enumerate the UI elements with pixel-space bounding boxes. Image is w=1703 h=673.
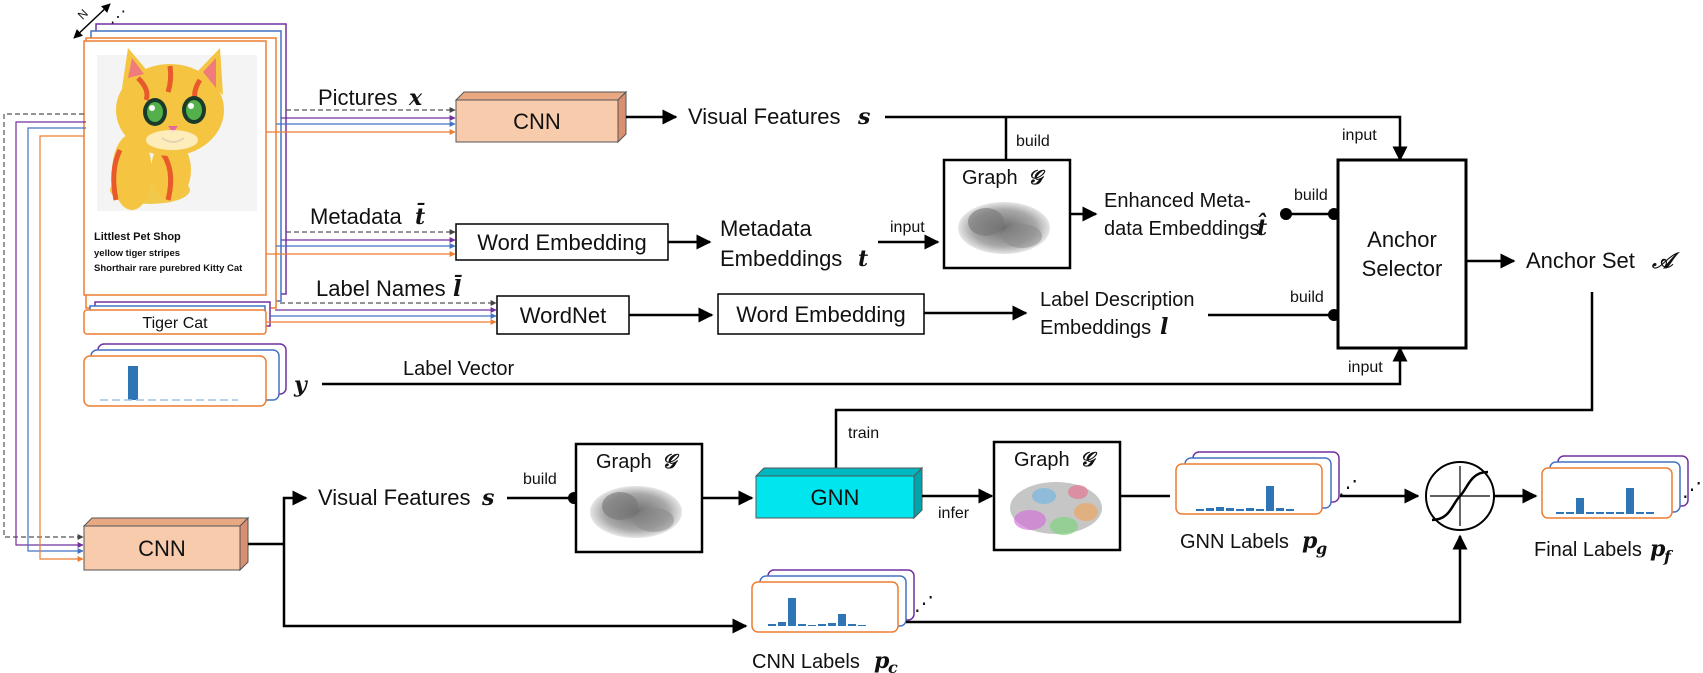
label-vector-label: Label Vector xyxy=(403,358,515,380)
anchor-selector-line2: Selector xyxy=(1362,256,1443,281)
gnn-label: GNN xyxy=(811,485,860,510)
final-labels-bars xyxy=(1556,488,1654,514)
final-labels-label: Final Labels xyxy=(1534,539,1642,561)
cnn-bottom-label: CNN xyxy=(138,536,186,561)
anchor-set-var: 𝒜 xyxy=(1651,248,1681,274)
stack-ellipsis: ⋰ xyxy=(110,9,126,26)
edge-input-top-right: input xyxy=(1342,127,1377,144)
product-line2: Shorthair rare purebred Kitty Cat xyxy=(94,263,243,274)
anchor-selector: Anchor Selector xyxy=(1336,158,1468,350)
combiner-icon xyxy=(1425,461,1495,531)
gnn-labels-bars xyxy=(1196,486,1294,511)
final-labels-sub: f xyxy=(1663,547,1674,566)
metadata-label: Metadata xyxy=(310,204,402,229)
graph-mid-symbol: 𝒢 xyxy=(662,449,680,473)
cnn-top: CNN xyxy=(454,90,628,144)
word-embedding-1-label: Word Embedding xyxy=(477,230,647,255)
cnn-labels-var: p xyxy=(874,648,890,673)
visual-features-bottom-label: Visual Features xyxy=(318,485,470,510)
edge-build-desc: build xyxy=(1290,289,1324,306)
edge-build-top: build xyxy=(1016,133,1050,150)
metadata-emb-line2: Embeddings xyxy=(720,246,842,271)
edge-infer: infer xyxy=(938,505,970,522)
label-names-label: Label Names xyxy=(316,276,446,301)
label-name-text: Tiger Cat xyxy=(142,315,208,332)
wordnet-label: WordNet xyxy=(520,303,606,328)
product-line1: yellow tiger stripes xyxy=(94,248,180,259)
stack-size-arrow xyxy=(73,3,111,39)
anchor-selector-line1: Anchor xyxy=(1367,227,1437,252)
word-embedding-2-label: Word Embedding xyxy=(736,302,906,327)
graph-right: Graph 𝒢 xyxy=(992,440,1122,552)
metadata-emb-var: t xyxy=(858,246,868,272)
graph-mid-label: Graph xyxy=(596,451,652,473)
edge-input-bottom-right: input xyxy=(1348,359,1383,376)
enhanced-var: t̂ xyxy=(1257,213,1267,241)
cnn-labels-sub: c xyxy=(888,658,898,673)
word-embedding-2 xyxy=(717,293,925,335)
final-labels-var: p xyxy=(1650,536,1666,562)
edge-train: train xyxy=(848,425,879,442)
gnn-labels-var: p xyxy=(1302,528,1318,554)
visual-features-bottom-var: s xyxy=(481,485,494,511)
final-labels-stack xyxy=(1541,455,1689,519)
cat-toy-image xyxy=(97,48,257,211)
gnn-labels-sub: g xyxy=(1316,539,1327,558)
cnn-bottom: CNN xyxy=(82,516,250,572)
gnn-labels-ellipsis: ⋰ xyxy=(1338,477,1358,499)
input-card-stack: Littlest Pet Shop yellow tiger stripes S… xyxy=(73,3,287,309)
edge-input-mid: input xyxy=(890,219,925,236)
graph-right-label: Graph xyxy=(1014,449,1070,471)
graph-mid: Graph 𝒢 xyxy=(574,442,704,554)
visual-features-top-var: s xyxy=(857,104,870,130)
label-name-stack: Tiger Cat xyxy=(83,301,271,335)
word-embedding-1 xyxy=(455,223,669,261)
enhanced-line2: data Embeddings xyxy=(1104,218,1260,240)
graph-top: Graph 𝒢 xyxy=(942,158,1072,270)
card-connectors xyxy=(3,107,497,562)
edge-build-bottom: build xyxy=(523,471,557,488)
label-desc-line2: Embeddings xyxy=(1040,317,1151,339)
graph-top-label: Graph xyxy=(962,167,1018,189)
cnn-labels-bars xyxy=(768,598,866,626)
gnn-labels-label: GNN Labels xyxy=(1180,531,1289,553)
gnn-block: GNN xyxy=(754,466,924,520)
visual-features-top-label: Visual Features xyxy=(688,104,840,129)
cnn-labels-ellipsis: ⋰ xyxy=(914,593,934,615)
metadata-emb-line1: Metadata xyxy=(720,216,812,241)
stack-count-label: N xyxy=(75,6,91,22)
cnn-labels-stack xyxy=(751,569,915,633)
label-desc-var: l xyxy=(1160,314,1168,340)
label-desc-line1: Label Description xyxy=(1040,289,1195,311)
label-vector-stack xyxy=(83,343,287,407)
gnn-labels-stack xyxy=(1175,451,1340,515)
graph-right-symbol: 𝒢 xyxy=(1080,447,1098,471)
label-names-var: l̄ xyxy=(453,274,462,302)
anchor-set-label: Anchor Set xyxy=(1526,248,1635,273)
product-title: Littlest Pet Shop xyxy=(94,231,181,243)
label-vector-bars xyxy=(100,366,238,401)
metadata-var: t̄ xyxy=(415,202,425,230)
enhanced-line1: Enhanced Meta- xyxy=(1104,190,1251,212)
pictures-label: Pictures xyxy=(318,85,397,110)
pictures-var: x xyxy=(408,85,423,111)
label-vector-var: y xyxy=(293,372,309,398)
graph-top-symbol: 𝒢 xyxy=(1028,165,1046,189)
cnn-labels-label: CNN Labels xyxy=(752,651,860,673)
final-labels-ellipsis: ⋰ xyxy=(1682,479,1702,501)
edge-build-enhanced: build xyxy=(1294,187,1328,204)
cnn-top-label: CNN xyxy=(513,109,561,134)
